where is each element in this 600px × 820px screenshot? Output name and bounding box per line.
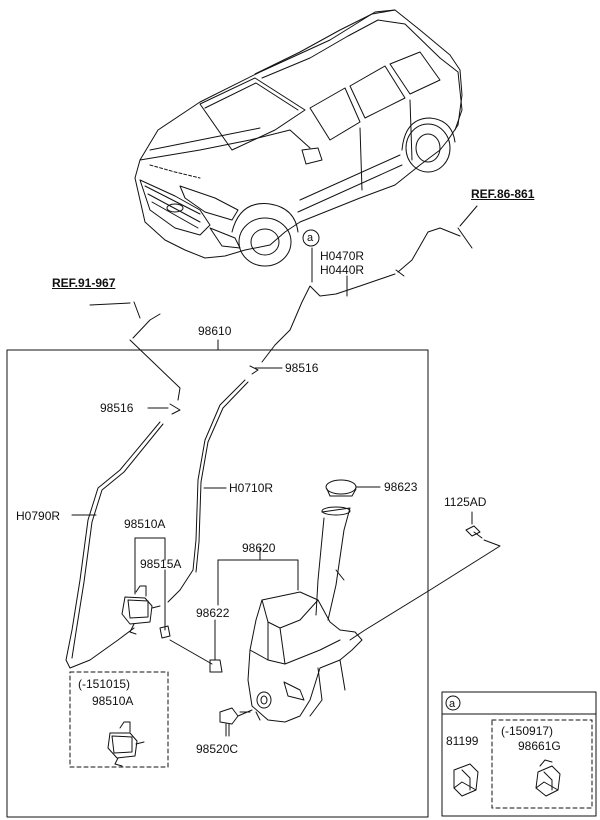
reservoir-98620-drawing	[247, 506, 363, 723]
inset-clip-98661g-label: 98661G	[518, 739, 561, 753]
reservoir-98620-label: 98620	[242, 541, 276, 555]
filter-98622-label: 98622	[196, 606, 230, 620]
inset-alt-date-label: (-150917)	[501, 724, 554, 738]
inset-dashed-box	[491, 719, 593, 809]
hose-h0710r-drawing	[167, 379, 249, 603]
inset-clip-81199-label: 81199	[446, 734, 479, 748]
alt-pump-drawing	[107, 721, 145, 767]
inset-box	[441, 691, 597, 817]
sensor-98520c-drawing	[219, 707, 253, 737]
hose-h0790r-drawing	[65, 421, 164, 669]
alt-date-pump-label: (-151015)	[78, 677, 131, 691]
cap-98623-drawing	[325, 479, 381, 497]
callout-marker-label: a	[307, 232, 314, 244]
grommet-98515a-label: 98515A	[140, 557, 182, 571]
front-hose-lines	[89, 301, 181, 401]
pump-98510a-drawing	[121, 585, 171, 639]
clip-98661g-drawing	[535, 759, 561, 797]
connector-98516-top-label: 98516	[285, 361, 319, 375]
vehicle-illustration	[134, 9, 463, 267]
assembly-98610-label: 98610	[198, 324, 232, 338]
rear-washer-hose-lines	[261, 205, 478, 363]
callout-marker-circle	[302, 229, 320, 247]
clip-81199-drawing	[453, 763, 479, 797]
pump-98510a-label: 98510A	[124, 517, 166, 531]
bolt-1125ad-label: 1125AD	[444, 495, 487, 509]
hose-h0790r-label: H0790R	[16, 509, 61, 523]
bolt-1125ad-drawing	[349, 511, 501, 641]
hose-h0710r-label: H0710R	[229, 481, 274, 495]
ref-rear-label: REF.86-861	[471, 187, 535, 201]
inset-marker-label: a	[449, 698, 456, 710]
connector-98516-left-label: 98516	[100, 401, 134, 415]
cap-98623-label: 98623	[384, 480, 418, 494]
ref-front-label: REF.91-967	[52, 276, 116, 290]
alt-pump-98510a-label: 98510A	[92, 694, 134, 708]
hose-h0440r-label: H0440R	[320, 263, 365, 277]
hose-h0470r-label: H0470R	[320, 249, 365, 263]
inset-marker-circle	[445, 695, 461, 711]
sensor-98520c-label: 98520C	[196, 742, 239, 756]
alt-pump-dashed-box	[69, 671, 169, 768]
